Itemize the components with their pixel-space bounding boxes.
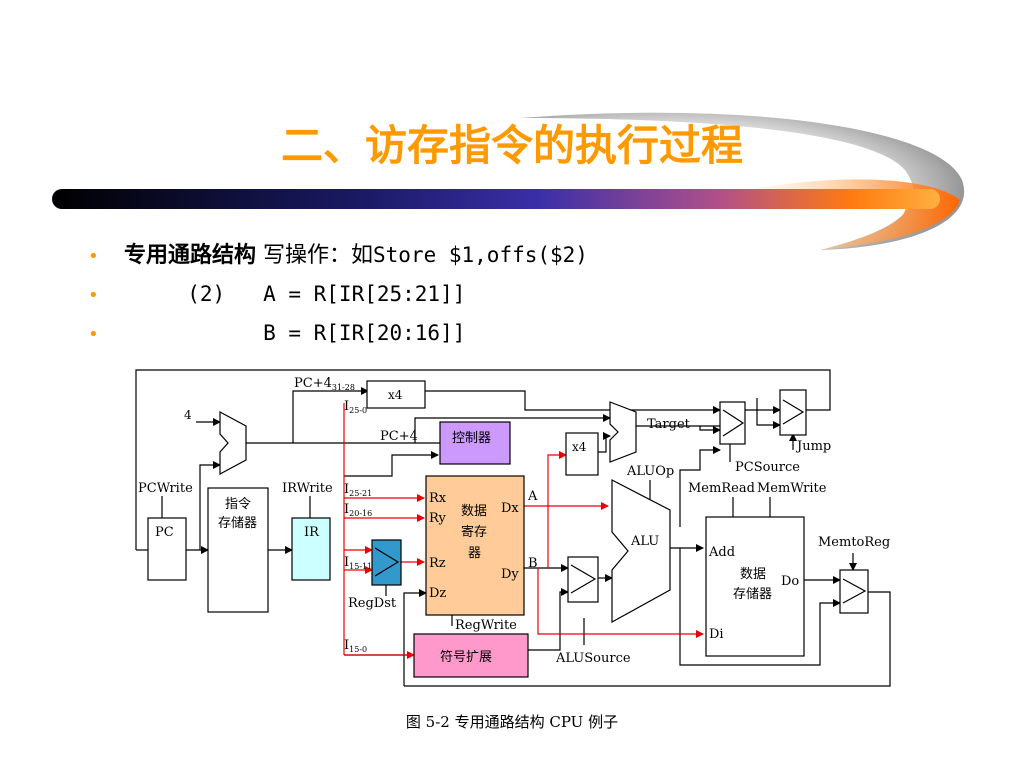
sign-extend-box: [413, 633, 529, 678]
label-x4-mid: x4: [572, 440, 587, 454]
pc-register: [147, 517, 187, 581]
label-pc: PC: [155, 525, 174, 540]
controller-box: [439, 421, 511, 465]
x4-mid-box: [565, 432, 599, 476]
diagram-labels: PC+431-28 x4 4 I25-0 PC+4 控制器 Target Jum…: [138, 376, 890, 666]
pc-mux-1: [719, 401, 746, 445]
label-regfile-2: 寄存: [461, 524, 487, 540]
label-dx: Dx: [501, 501, 519, 516]
ir-register: [291, 517, 331, 581]
label-i25-0: I25-0: [344, 399, 367, 415]
label-i20-16: I20-16: [344, 502, 372, 518]
bullet-dot: •: [88, 246, 99, 267]
label-pc4-mid: PC+4: [380, 429, 418, 444]
label-regwrite: RegWrite: [455, 618, 517, 633]
label-b: B: [528, 556, 538, 571]
title-underline-bar: [52, 189, 940, 209]
label-pcsource: PCSource: [735, 460, 800, 475]
bullet-3-code: B = R[IR[20:16]]: [124, 321, 466, 345]
register-file: [425, 475, 525, 616]
black-wires: [135, 369, 891, 687]
bullet-1-code: Store $1,offs($2): [373, 243, 588, 267]
data-memory: [705, 516, 805, 657]
label-pc4-top: PC+431-28: [294, 376, 355, 392]
label-regfile-1: 数据: [461, 504, 487, 519]
label-rx: Rx: [429, 491, 447, 506]
figure-caption: 图 5-2 专用通路结构 CPU 例子: [405, 713, 619, 731]
alu: [611, 479, 671, 624]
label-x4-top: x4: [388, 388, 403, 402]
label-alu: ALU: [630, 534, 659, 549]
mux-glyphs: [374, 399, 867, 604]
label-pcwrite: PCWrite: [138, 481, 193, 496]
label-ir: IR: [304, 525, 320, 540]
label-a: A: [527, 489, 538, 504]
label-ry: Ry: [429, 511, 447, 526]
bullet-dot: •: [88, 285, 99, 306]
label-dz: Dz: [429, 586, 446, 601]
label-controller: 控制器: [452, 431, 491, 446]
label-dy: Dy: [501, 567, 519, 582]
label-regfile-3: 器: [468, 546, 481, 561]
bullet-item-1: • 专用通路结构 写操作：如Store $1,offs($2): [88, 237, 588, 269]
bullet-1-bold: 专用通路结构: [124, 243, 257, 268]
pc-mux-2: [779, 389, 807, 436]
label-signext: 符号扩展: [440, 649, 492, 665]
pc-adder: [219, 410, 247, 476]
x4-top-box: [366, 380, 426, 409]
label-jump: Jump: [795, 439, 831, 454]
label-aluop: ALUOp: [626, 464, 674, 479]
label-target: Target: [647, 417, 691, 432]
label-imem-1: 指令: [225, 497, 251, 512]
label-add: Add: [708, 545, 735, 560]
target-adder: [609, 401, 637, 463]
label-memwrite: MemWrite: [757, 481, 827, 496]
label-i25-21: I25-21: [344, 482, 372, 498]
label-irwrite: IRWrite: [282, 481, 333, 496]
label-memtoreg: MemtoReg: [818, 535, 890, 550]
label-dmem-2: 存储器: [733, 587, 772, 602]
components: [147, 380, 869, 678]
label-di: Di: [709, 627, 724, 642]
bullet-1-text: 写操作：如: [256, 243, 374, 268]
instruction-memory: [207, 487, 269, 613]
label-memread: MemRead: [688, 481, 755, 496]
bullet-item-3: • B = R[IR[20:16]]: [88, 321, 465, 346]
highlighted-wires: [343, 403, 704, 659]
label-rz: Rz: [429, 556, 446, 571]
label-regdst: RegDst: [348, 596, 397, 611]
bullet-item-2: • (2) A = R[IR[25:21]]: [88, 282, 465, 307]
label-do: Do: [781, 574, 799, 589]
label-alusource: ALUSource: [555, 651, 631, 666]
bullet-dot: •: [88, 324, 99, 345]
label-dmem-1: 数据: [740, 567, 766, 582]
label-i15-0: I15-0: [344, 638, 367, 654]
slide-title: 二、访存指令的执行过程: [280, 121, 743, 170]
bullet-2-code: (2) A = R[IR[25:21]]: [124, 282, 466, 306]
label-four: 4: [184, 408, 192, 422]
label-i15-11: I15-11: [344, 555, 372, 571]
label-imem-2: 存储器: [218, 516, 257, 531]
